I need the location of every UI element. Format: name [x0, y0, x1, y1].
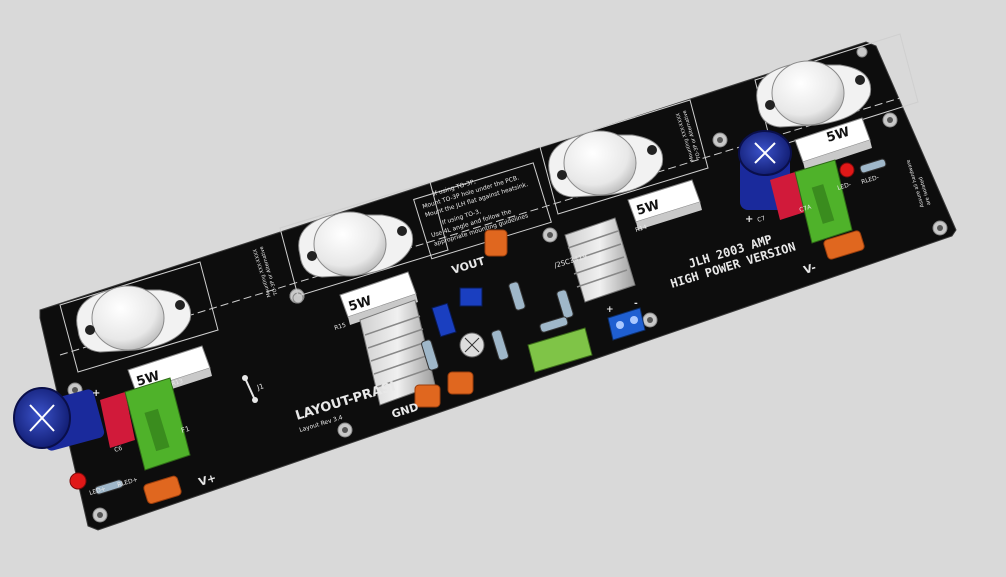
fuse-holder-left — [100, 377, 191, 471]
r15-label: R15 — [334, 322, 348, 332]
power-resistor-r15: 5W — [339, 271, 418, 325]
resistor-mark-2: 5W — [347, 294, 374, 315]
r14-label: R14 — [635, 224, 649, 234]
resistor-mark-3: 5W — [635, 198, 662, 219]
heatsink-right — [564, 217, 636, 303]
led-left — [69, 472, 87, 490]
terminal-block — [607, 307, 646, 341]
vplus-label: V+ — [197, 471, 218, 489]
relay — [527, 327, 593, 373]
orange-terminals — [143, 229, 865, 505]
terminal-plus: + — [606, 305, 614, 315]
power-transistor-1 — [76, 285, 192, 353]
c7b-label: C7A — [799, 203, 813, 213]
plus-left: + — [92, 388, 100, 399]
power-transistor-2 — [298, 211, 414, 278]
silk-outlines — [59, 33, 919, 373]
heatsink-left — [359, 299, 436, 406]
power-transistor-4 — [756, 60, 872, 128]
power-resistor-5w: 5W — [794, 117, 872, 170]
small-resistors — [94, 158, 887, 495]
led-right-label: LED- — [837, 181, 852, 192]
terminal-minus: - — [634, 299, 638, 309]
led-right — [839, 162, 855, 178]
small-capacitor — [459, 332, 485, 358]
capacitor-c6 — [13, 387, 105, 451]
resistor-mark-4: 5W — [825, 125, 852, 146]
jumper-j1 — [242, 375, 258, 403]
f1-label: F1 — [180, 425, 190, 435]
power-transistor-3 — [548, 130, 664, 198]
led-left-label: LED+ — [89, 485, 107, 497]
power-resistor-r14: 5W — [627, 179, 702, 230]
c7-label: C7 — [757, 215, 767, 224]
fuse-holder-right — [770, 159, 853, 244]
trimmer — [431, 287, 483, 338]
mounting-holes — [67, 46, 948, 523]
c6-label: C6 — [114, 445, 124, 454]
vminus-label: V- — [802, 261, 818, 277]
plus-right: + — [745, 214, 753, 225]
rled-right-label: RLED- — [861, 174, 880, 186]
r13-label: R13 — [171, 378, 185, 388]
j1-label: J1 — [255, 382, 265, 392]
